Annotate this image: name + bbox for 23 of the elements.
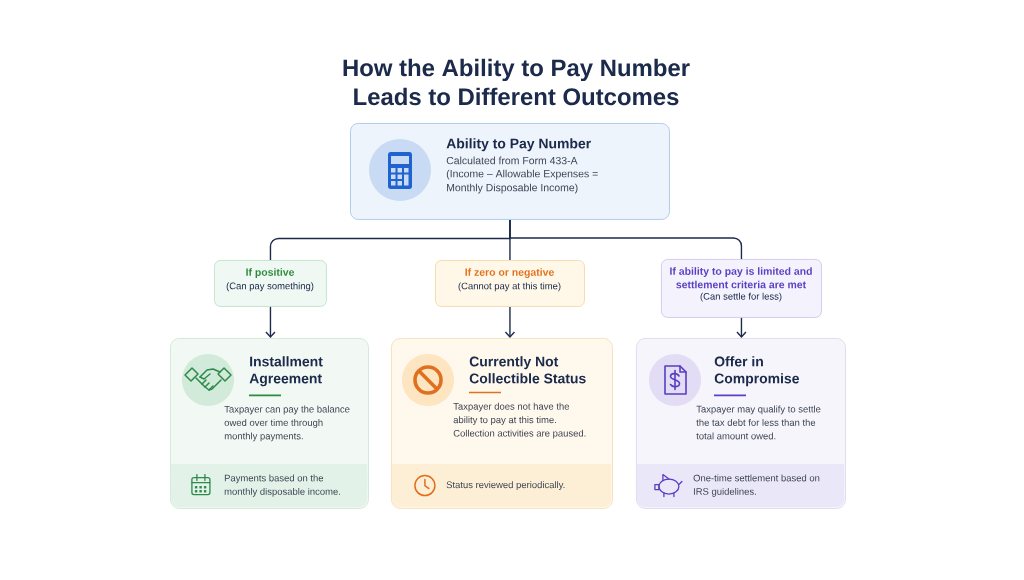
box-text: (Income – Allowable Expenses = Monthly Disposable Income): [446, 169, 598, 194]
condition-note: (Can settle for less): [700, 292, 782, 302]
card-text: Taxpayer can pay the balance owed over time through monthly payments.: [224, 405, 350, 442]
arrow: [265, 306, 276, 338]
box-heading: Ability to Pay Number: [446, 138, 591, 152]
title: How the Ability to Pay Number Leads to Different Outcomes: [343, 58, 690, 106]
card-text: Taxpayer may qualify to settle the tax debt for less than the total amount owed.: [696, 405, 821, 440]
condition-heading: If zero or negative: [465, 268, 554, 278]
arrow: [504, 306, 516, 338]
footer-text: Status reviewed periodically.: [446, 481, 565, 490]
card-text: Taxpayer does not have the ability to pay at this time. Collection activities are paused.: [453, 402, 586, 439]
condition-note: (Can pay something): [226, 282, 314, 292]
condition-heading: If ability to pay is limited and settlement criteria are met: [670, 267, 812, 289]
arrow: [736, 317, 747, 338]
box-text: Calculated from Form 433-A: [446, 156, 578, 165]
card-heading: Offer in Compromise: [714, 356, 799, 387]
card-heading: Installment Agreement: [249, 356, 323, 387]
card-heading: Currently Not Collectible Status: [469, 356, 586, 384]
condition-heading: If positive: [246, 268, 295, 278]
connector-line: [509, 219, 743, 260]
footer-text: Payments based on the monthly disposable income.: [224, 474, 340, 497]
footer-text: One-time settlement based on IRS guidelines.: [693, 474, 820, 497]
condition-note: (Cannot pay at this time): [458, 282, 561, 292]
